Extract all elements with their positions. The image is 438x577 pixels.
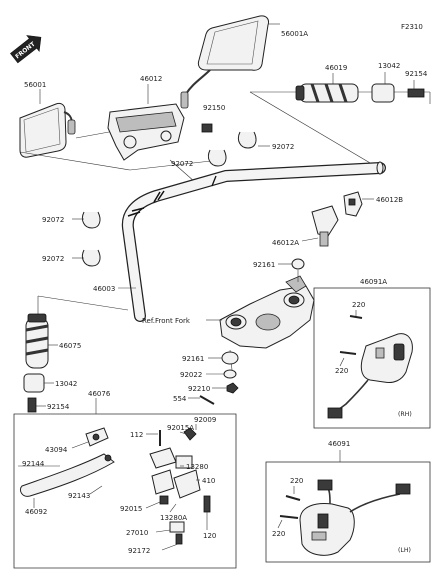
- screw-left: [27, 397, 37, 413]
- label-220-d: 220: [272, 530, 285, 538]
- front-direction-badge: FRONT: [10, 35, 42, 64]
- bar-end-weight-left: [23, 373, 45, 393]
- label-46012: 46012: [140, 75, 162, 83]
- steering-stem-head: [219, 275, 315, 349]
- label-410: 410: [202, 477, 215, 485]
- label-92161-b: 92161: [182, 355, 204, 363]
- screw-right: [407, 88, 425, 98]
- label-92072-c: 92072: [42, 216, 64, 224]
- handlebar: [121, 161, 386, 322]
- lh-screws: [279, 495, 301, 519]
- rh-switch-box: [313, 287, 431, 429]
- label-46012B: 46012B: [376, 196, 403, 204]
- mirror-left: [19, 102, 76, 158]
- label-27010: 27010: [126, 529, 148, 537]
- label-46075: 46075: [59, 342, 81, 350]
- label-56001A: 56001A: [281, 30, 308, 38]
- label-46019: 46019: [325, 64, 347, 72]
- label-46076: 46076: [88, 390, 111, 398]
- nut-92210: [226, 382, 239, 394]
- rh-switch-housing: [327, 333, 413, 419]
- label-13042-top: 13042: [378, 62, 400, 70]
- diagram-code: F2310: [401, 23, 423, 31]
- ref-front-fork-note: Ref.Front Fork: [142, 317, 191, 325]
- switch-housing-46012B: [343, 191, 363, 217]
- label-92154-left: 92154: [47, 403, 70, 411]
- grip-right: [295, 83, 359, 103]
- label-92072-a: 92072: [171, 160, 193, 168]
- switch-housing-46012A: [311, 205, 339, 247]
- label-92172: 92172: [128, 547, 150, 555]
- master-cylinder: [107, 103, 185, 161]
- clutch-bracket: [149, 427, 211, 545]
- label-92144: 92144: [22, 460, 45, 468]
- label-92022: 92022: [180, 371, 202, 379]
- label-92072-d: 92072: [42, 255, 64, 263]
- washer-92022: [223, 369, 237, 379]
- lh-switch-box: [265, 461, 431, 563]
- label-46092: 46092: [25, 508, 47, 516]
- bolt-92150: [201, 123, 213, 133]
- label-46012A: 46012A: [272, 239, 299, 247]
- label-92072-b: 92072: [272, 143, 294, 151]
- label-92161-a: 92161: [253, 261, 275, 269]
- label-92150: 92150: [203, 104, 225, 112]
- label-92154-top: 92154: [405, 70, 428, 78]
- label-92143: 92143: [68, 492, 90, 500]
- pin-554: [199, 395, 215, 405]
- lh-tag: (LH): [398, 547, 411, 554]
- clutch-lever: [19, 453, 115, 497]
- label-220-a: 220: [352, 301, 365, 309]
- label-554: 554: [173, 395, 187, 403]
- cable-clamp-d: [81, 249, 101, 267]
- cable-clamp-b: [237, 131, 257, 149]
- label-112: 112: [130, 431, 143, 439]
- label-46091: 46091: [328, 440, 350, 448]
- label-220-c: 220: [290, 477, 303, 485]
- rh-tag: (RH): [398, 411, 412, 418]
- label-220-b: 220: [335, 367, 348, 375]
- ring-92161-lower: [221, 351, 239, 365]
- label-92015: 92015: [120, 505, 142, 513]
- cable-clamp-a: [207, 149, 227, 167]
- ring-92161-upper: [291, 258, 305, 270]
- label-13280: 13280: [186, 463, 208, 471]
- label-92210: 92210: [188, 385, 210, 393]
- label-13042-left: 13042: [55, 380, 77, 388]
- label-43094: 43094: [45, 446, 68, 454]
- label-56001: 56001: [24, 81, 46, 89]
- label-46003: 46003: [93, 285, 115, 293]
- clutch-box: [13, 413, 237, 569]
- label-46091A: 46091A: [360, 278, 387, 286]
- label-92009: 92009: [194, 416, 216, 424]
- label-120: 120: [203, 532, 216, 540]
- label-92015A: 92015A: [167, 424, 194, 432]
- rh-screws: [339, 315, 363, 355]
- bar-end-weight-right: [371, 83, 395, 103]
- mirror-right: [180, 15, 269, 109]
- cable-clamp-c: [81, 211, 101, 229]
- lh-switch-housing: [299, 479, 411, 556]
- lever-holder-43094: [85, 427, 109, 447]
- label-13280A: 13280A: [160, 514, 187, 522]
- grip-left: [25, 313, 49, 369]
